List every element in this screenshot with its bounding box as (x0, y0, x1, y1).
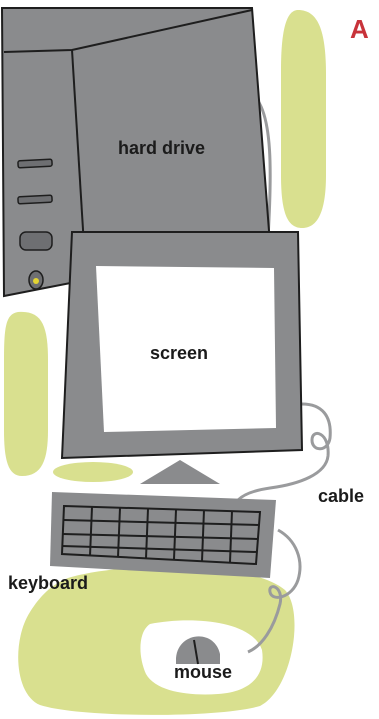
section-letter: A (350, 16, 369, 42)
cable-label: cable (318, 487, 364, 505)
mouse-label: mouse (174, 663, 232, 681)
green-blob-small-pad (53, 462, 133, 482)
monitor-stand (140, 460, 220, 484)
hard-drive-label: hard drive (118, 139, 205, 157)
power-led (33, 278, 39, 284)
green-blob-right-tall (281, 10, 326, 228)
drive-slot-2 (18, 195, 52, 204)
drive-slot-1 (18, 159, 52, 168)
green-blob-left-tall (4, 312, 48, 476)
drive-slot-3 (20, 232, 52, 250)
keyboard-label: keyboard (8, 574, 88, 592)
screen-label: screen (150, 344, 208, 362)
